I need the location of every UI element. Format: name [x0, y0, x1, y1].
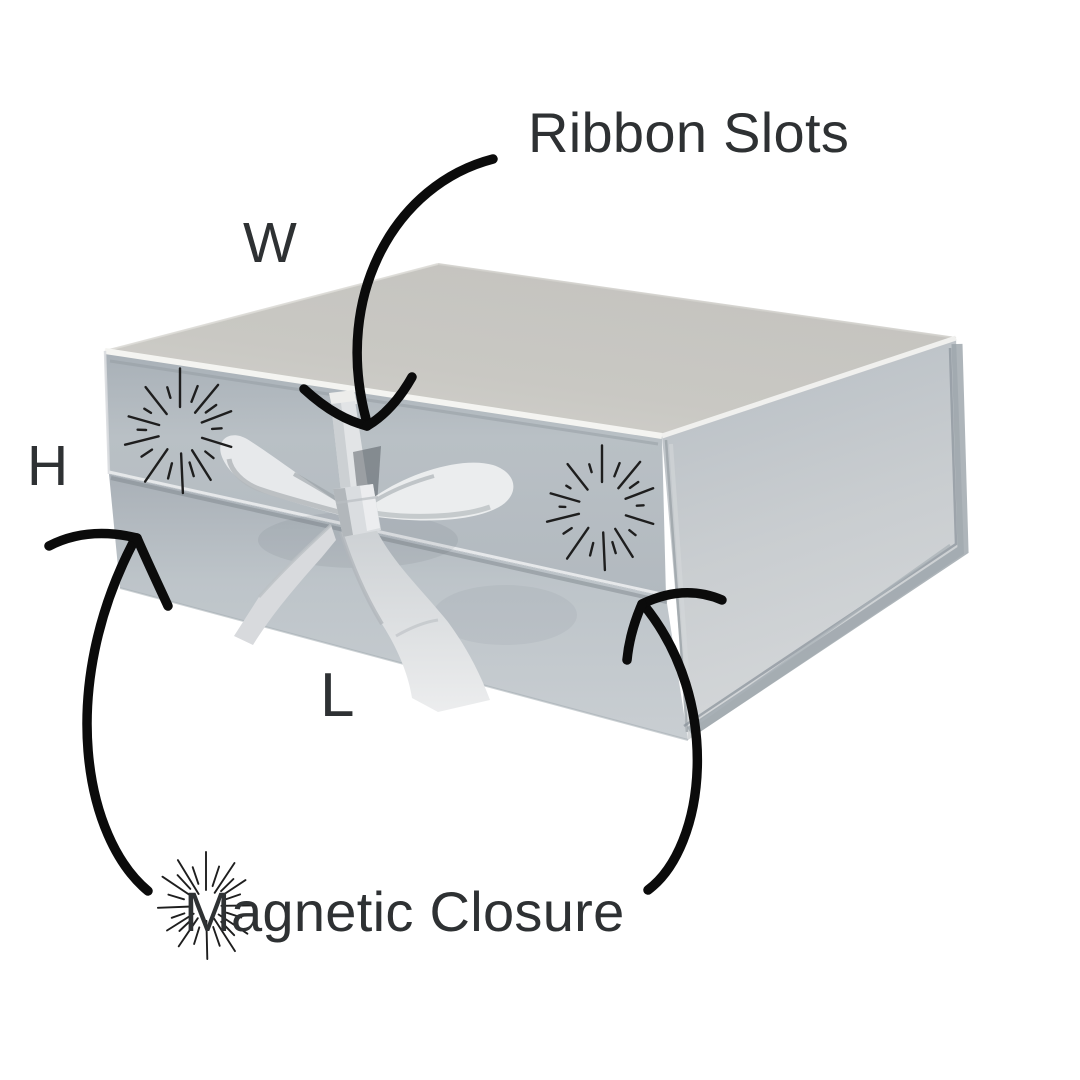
magnetic-right-arrow-icon — [622, 588, 727, 895]
bow-left-loop — [220, 435, 353, 519]
flap-left-edge-highlight — [103, 350, 111, 475]
flap-bottom-shadow — [110, 476, 668, 604]
bow-left-loop-shade — [226, 458, 351, 518]
box-top-face — [105, 264, 956, 436]
flap-bottom-edge-highlight — [108, 470, 667, 597]
ribbon-slots-arrow-icon — [299, 154, 498, 431]
bow-right-loop-fold — [371, 474, 435, 504]
base-lip-line — [699, 543, 951, 724]
length-dimension-label: L — [320, 661, 355, 730]
bow-left-tail — [234, 525, 336, 645]
bow-right-loop — [370, 462, 514, 521]
bow-main-tail — [341, 529, 490, 712]
box-lid-flap — [105, 351, 666, 597]
height-dimension-label: H — [27, 434, 69, 498]
lid-right-rim-highlight — [661, 335, 957, 439]
box-right-face — [662, 338, 964, 740]
bow-main-tail-fold — [395, 618, 439, 638]
lid-gap-band — [686, 343, 969, 737]
rim-shadow — [109, 359, 659, 446]
bow-left-loop-fold — [292, 472, 340, 502]
bow-left-tail-shade — [257, 523, 333, 598]
magnetic-left-arrow-icon — [44, 528, 173, 896]
lid-gap-line — [683, 347, 958, 728]
gift-box-photo — [103, 263, 969, 741]
box-back-right-edge — [437, 263, 957, 339]
bow-knot-highlight — [360, 484, 380, 531]
sparkle-burst-text-icon — [156, 851, 254, 960]
box-back-left-edge — [104, 263, 439, 352]
bow-right-loop-shade — [373, 504, 491, 519]
sparkle-burst-right-icon — [545, 444, 655, 572]
ribbon-slots-label: Ribbon Slots — [528, 101, 850, 164]
bow-knot-shade — [333, 488, 353, 537]
ribbon-strand-shade — [331, 403, 351, 492]
bow-main-tail-shade — [339, 531, 384, 626]
lid-front-rim-highlight — [104, 348, 663, 439]
magnetic-closure-label: Magnetic Closure — [184, 880, 625, 943]
loop-shadow — [433, 585, 577, 645]
ribbon-bow — [220, 390, 514, 712]
bow-knot-wrap-line — [335, 495, 379, 505]
width-dimension-label: W — [243, 211, 298, 275]
sparkle-burst-left-icon — [123, 367, 233, 495]
